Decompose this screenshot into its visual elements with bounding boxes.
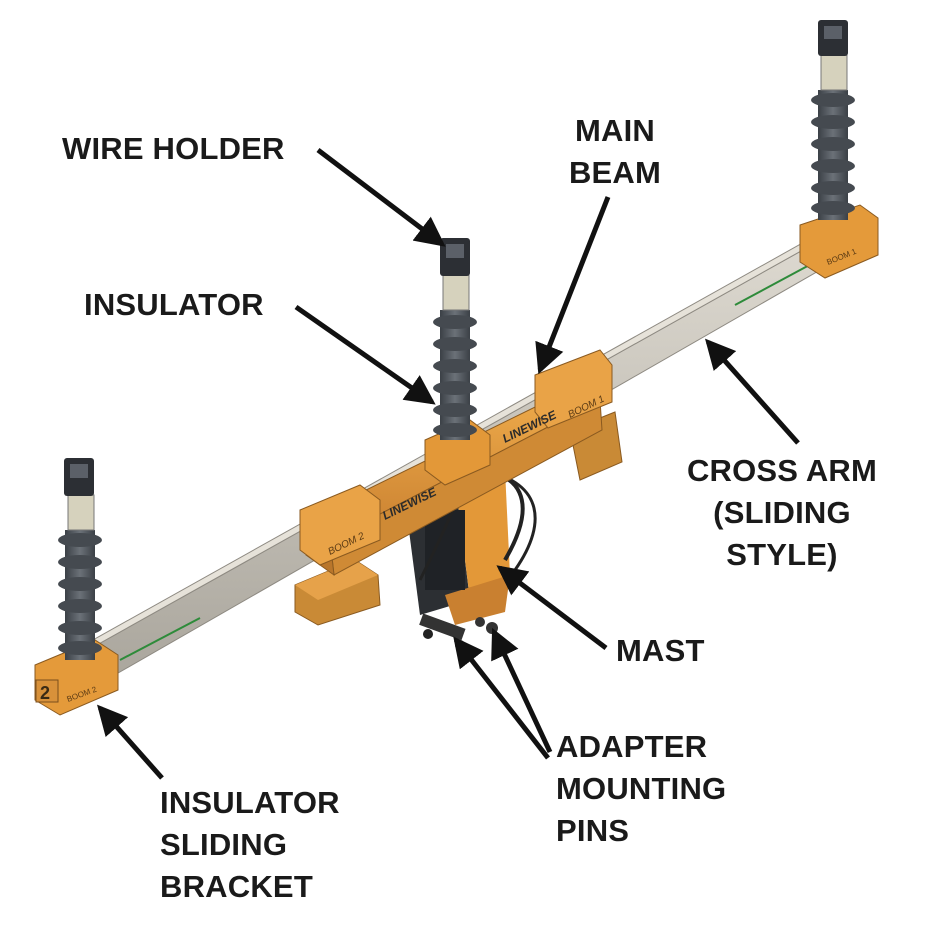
arrow-pin-b bbox=[491, 627, 553, 754]
arrow-wire-holder bbox=[316, 148, 446, 247]
main-beam bbox=[299, 349, 613, 577]
label-cross-arm: CROSS ARM (SLIDING STYLE) bbox=[686, 453, 878, 572]
label-main-beam: MAIN BEAM bbox=[568, 113, 662, 190]
insulator-right bbox=[811, 54, 855, 220]
arrow-cross-arm bbox=[705, 338, 800, 445]
sliding-bracket-left bbox=[34, 639, 119, 716]
sliding-bracket-right bbox=[799, 204, 879, 279]
insulator-left bbox=[58, 494, 102, 660]
label-mast: MAST bbox=[616, 633, 705, 668]
callout-arrows bbox=[97, 148, 800, 780]
label-wire-holder: WIRE HOLDER bbox=[62, 131, 285, 166]
wire-holder-right bbox=[818, 20, 848, 56]
wire-holder-left bbox=[64, 458, 94, 496]
wire-holder-center bbox=[440, 238, 470, 276]
label-insulator-sliding-bracket: INSULATOR SLIDING BRACKET bbox=[160, 785, 340, 904]
arrow-insulator bbox=[294, 304, 436, 405]
label-adapter-mounting-pins: ADAPTER MOUNTING PINS bbox=[556, 729, 727, 848]
arrow-main-beam bbox=[535, 196, 611, 375]
bracket-number: 2 bbox=[40, 683, 50, 703]
arrow-pin-a bbox=[453, 636, 550, 760]
arrow-sliding-bracket bbox=[97, 704, 164, 780]
label-insulator: INSULATOR bbox=[84, 287, 264, 322]
arrow-mast bbox=[496, 565, 608, 650]
insulator-center bbox=[433, 274, 477, 440]
